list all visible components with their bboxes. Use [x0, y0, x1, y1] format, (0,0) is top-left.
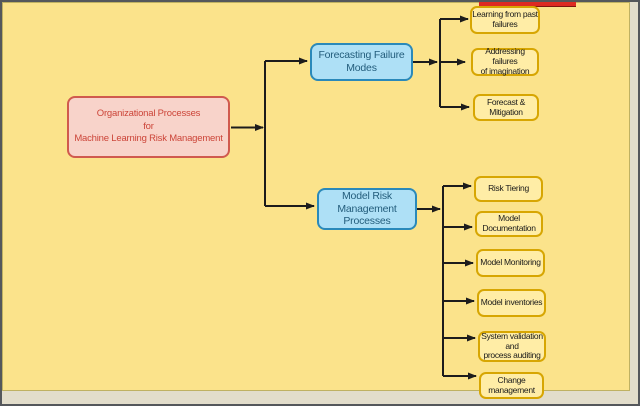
- node-change-management: Change management: [479, 372, 544, 399]
- node-forecast-and-mitigation: Forecast & Mitigation: [473, 94, 539, 121]
- node-risk-tiering: Risk Tiering: [474, 176, 543, 202]
- node-forecasting-failure-modes: Forecasting Failure Modes: [310, 43, 413, 81]
- node-system-validation-process-auditing: System validation and process auditing: [478, 331, 546, 362]
- node-learning-from-past-failures: Learning from past failures: [470, 6, 540, 34]
- node-addressing-failures-of-imagination: Addressing failures of imagination: [471, 46, 539, 76]
- node-model-monitoring: Model Monitoring: [476, 249, 545, 277]
- node-model-inventories: Model inventories: [477, 289, 546, 317]
- node-model-documentation: Model Documentation: [475, 211, 543, 237]
- node-model-risk-management-processes: Model Risk Management Processes: [317, 188, 417, 230]
- node-organizational-processes: Organizational Processes for Machine Lea…: [67, 96, 230, 158]
